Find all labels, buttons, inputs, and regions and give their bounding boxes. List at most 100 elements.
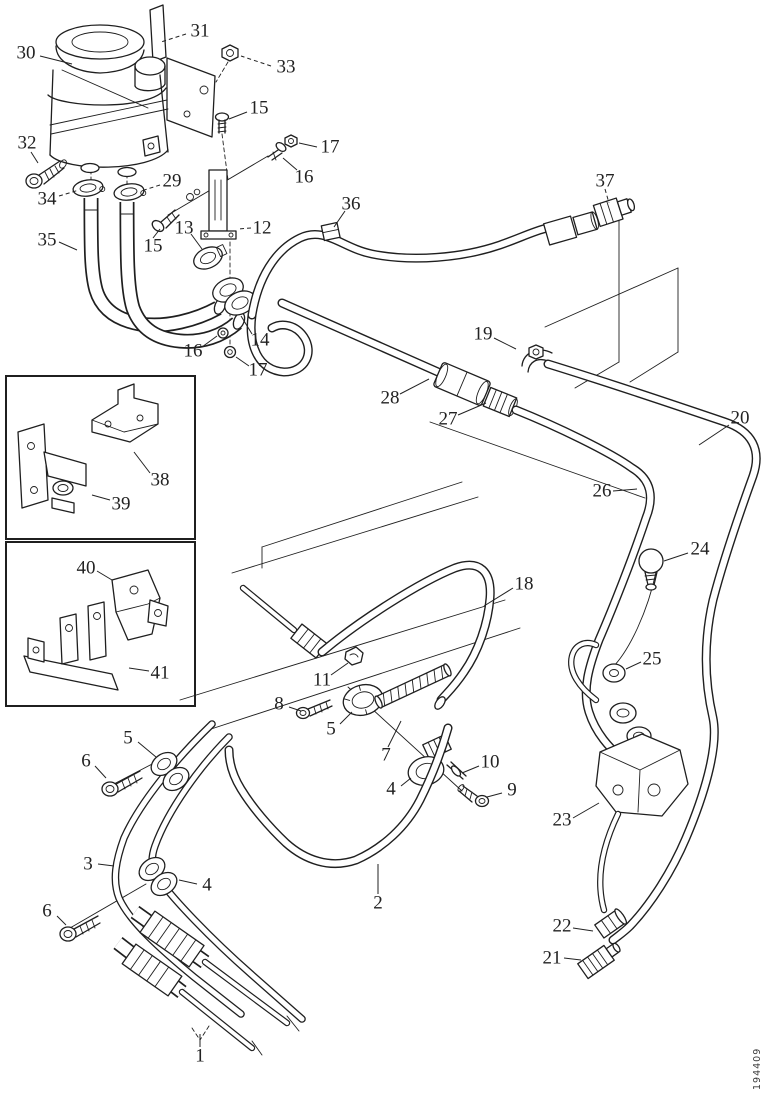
callout-leader-16-21 <box>201 335 218 348</box>
callout-leader-26-19 <box>612 488 638 492</box>
nut-17-top <box>284 134 298 148</box>
callout-21-41: 21 <box>543 948 562 969</box>
callout-7-29: 7 <box>381 745 391 766</box>
hose-36 <box>251 211 599 372</box>
callout-leader-11-26 <box>330 662 349 676</box>
bolt-6-upper <box>101 770 143 797</box>
bolt-32 <box>25 159 67 189</box>
grommet-25 <box>602 663 626 683</box>
bracket-40 <box>111 569 169 641</box>
callout-17-22: 17 <box>249 360 268 381</box>
clamp-14 <box>212 277 256 316</box>
tank-side-plate <box>166 57 216 138</box>
threaded-rod-7 <box>374 663 452 709</box>
callout-leader-29-8 <box>140 184 161 192</box>
hose-assembly-1 <box>118 911 300 1056</box>
callout-leader-24-23 <box>663 552 689 562</box>
valve-assembly-23 <box>571 643 689 980</box>
callout-leader-16-5 <box>282 157 298 171</box>
clip-11 <box>344 646 364 666</box>
bolt-9 <box>457 784 490 808</box>
callout-19-15: 19 <box>474 324 493 345</box>
callout-leader-4-30 <box>400 777 412 787</box>
callout-9-32: 9 <box>507 780 517 801</box>
screw-15-lower <box>151 188 201 233</box>
clamp-5-left <box>150 751 190 792</box>
callout-26-19: 26 <box>593 481 612 502</box>
callout-12-12: 12 <box>253 218 272 239</box>
callout-leader-15-3 <box>228 111 248 120</box>
callout-leader-17-22 <box>235 356 250 367</box>
callout-39-44: 39 <box>112 494 131 515</box>
callout-leader-15-10 <box>152 228 161 239</box>
callout-2-38: 2 <box>373 893 383 914</box>
callout-leader-4-37 <box>178 879 198 885</box>
callout-22-40: 22 <box>553 916 572 937</box>
callout-leader-7-29 <box>387 720 402 748</box>
callout-leader-18-24 <box>483 587 514 607</box>
clamp-4-left <box>138 856 178 897</box>
callout-leader-3-36 <box>97 863 115 867</box>
inset-box-lower <box>5 541 196 707</box>
callout-leader-20-18 <box>698 424 730 446</box>
callout-11-26: 11 <box>313 670 331 691</box>
callout-leader-14-20 <box>240 315 253 335</box>
callout-leader-23-33 <box>572 802 600 819</box>
bolt-10 <box>446 761 467 780</box>
washer-16-lower <box>217 327 229 339</box>
inset-box-upper <box>5 375 196 540</box>
clip-36 <box>320 221 341 242</box>
callout-27-17: 27 <box>439 409 458 430</box>
callout-leader-5-28 <box>339 711 353 725</box>
callout-25-25: 25 <box>643 649 662 670</box>
callout-leader-32-6 <box>30 151 39 164</box>
callout-leader-34-7 <box>58 189 80 197</box>
bracket-41 <box>23 601 119 691</box>
callout-29-8: 29 <box>163 171 182 192</box>
fitting-22 <box>594 908 628 939</box>
bracket-38 <box>91 383 159 443</box>
callout-6-35: 6 <box>81 751 91 772</box>
callout-leader-35-9 <box>58 241 78 251</box>
callout-leader-33-2 <box>240 55 272 67</box>
screw-15-top <box>214 112 230 134</box>
fitting-37 <box>592 197 636 228</box>
callout-34-7: 34 <box>38 189 58 210</box>
callout-leader-6-35 <box>94 765 107 779</box>
callout-31-1: 31 <box>191 21 210 42</box>
callout-leader-19-15 <box>493 337 517 350</box>
callout-leader-27-17 <box>457 402 487 416</box>
callout-leader-21-41 <box>563 957 582 961</box>
clamp-29 <box>113 183 147 201</box>
callout-leader-28-16 <box>399 378 430 395</box>
callout-leader-38-43 <box>133 451 151 474</box>
callout-16-5: 16 <box>295 167 314 188</box>
callout-leader-6-39 <box>56 915 67 926</box>
callout-23-33: 23 <box>553 810 572 831</box>
callout-20-18: 20 <box>731 408 750 429</box>
bolt-8 <box>295 699 333 720</box>
callout-6-39: 6 <box>42 901 52 922</box>
hose-28 <box>282 303 491 406</box>
reservoir-tank <box>47 4 216 178</box>
callout-15-10: 15 <box>144 236 163 257</box>
callout-35-9: 35 <box>38 230 57 251</box>
elbow-fitting-19 <box>521 344 553 373</box>
callout-32-6: 32 <box>18 133 37 154</box>
callout-leader-5-34 <box>137 741 157 758</box>
callout-36-13: 36 <box>342 194 361 215</box>
clamp-34 <box>72 179 106 197</box>
callout-5-34: 5 <box>123 728 133 749</box>
tank-mount-ear <box>142 135 161 157</box>
callout-30-0: 30 <box>17 43 36 64</box>
callout-16-21: 16 <box>184 341 203 362</box>
bolt-6-lower <box>59 915 101 942</box>
callout-1-42: 1 <box>195 1046 205 1067</box>
callout-leader-31-1 <box>160 33 187 43</box>
callout-5-28: 5 <box>326 719 336 740</box>
callout-leader-8-27 <box>288 706 302 712</box>
callout-3-36: 3 <box>83 854 93 875</box>
callout-leader-39-44 <box>91 494 111 501</box>
